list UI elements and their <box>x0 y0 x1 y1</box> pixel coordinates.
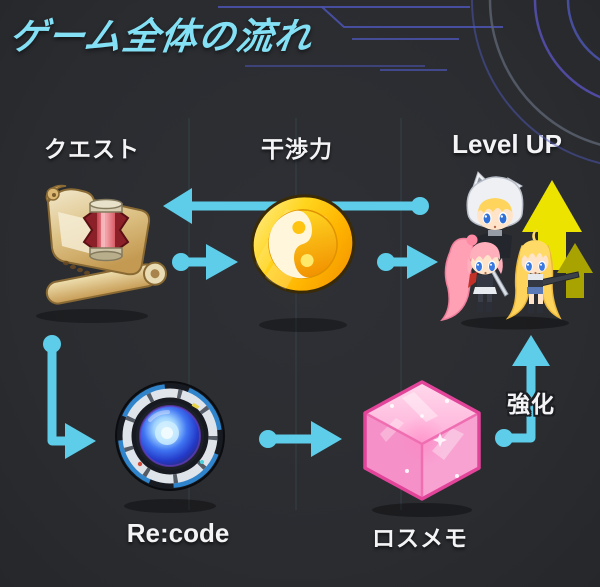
quest-scroll-icon <box>36 184 168 323</box>
arrow-quest-to-recode <box>43 335 96 459</box>
arrow-quest-to-interference <box>172 244 238 280</box>
character-pink-hair-girl <box>440 234 509 322</box>
interference-coin-icon <box>250 194 356 332</box>
bg-grid-line <box>295 118 297 510</box>
label-interference: 干渉力 <box>261 136 333 162</box>
label-levelup: Level UP <box>452 129 562 159</box>
character-blonde-girl <box>505 229 580 320</box>
bg-grid-line <box>188 118 190 510</box>
levelup-small-arrow-icon <box>557 243 593 298</box>
label-enhance: 強化 <box>507 391 555 417</box>
label-recode: Re:code <box>126 518 230 548</box>
arrow-interference-to-levelup <box>377 245 438 279</box>
label-losmemo: ロスメモ <box>372 525 468 551</box>
levelup-big-arrow-icon <box>522 180 582 270</box>
circuit-decoration <box>218 0 600 165</box>
recode-lens-icon <box>115 381 225 513</box>
label-quest: クエスト <box>44 136 140 162</box>
levelup-characters <box>440 171 593 330</box>
arrow-losmemo-to-levelup <box>495 335 550 447</box>
arrow-recode-to-losmemo <box>259 421 342 457</box>
losmemo-cube-icon <box>363 380 481 517</box>
bg-grid-line <box>400 118 402 510</box>
